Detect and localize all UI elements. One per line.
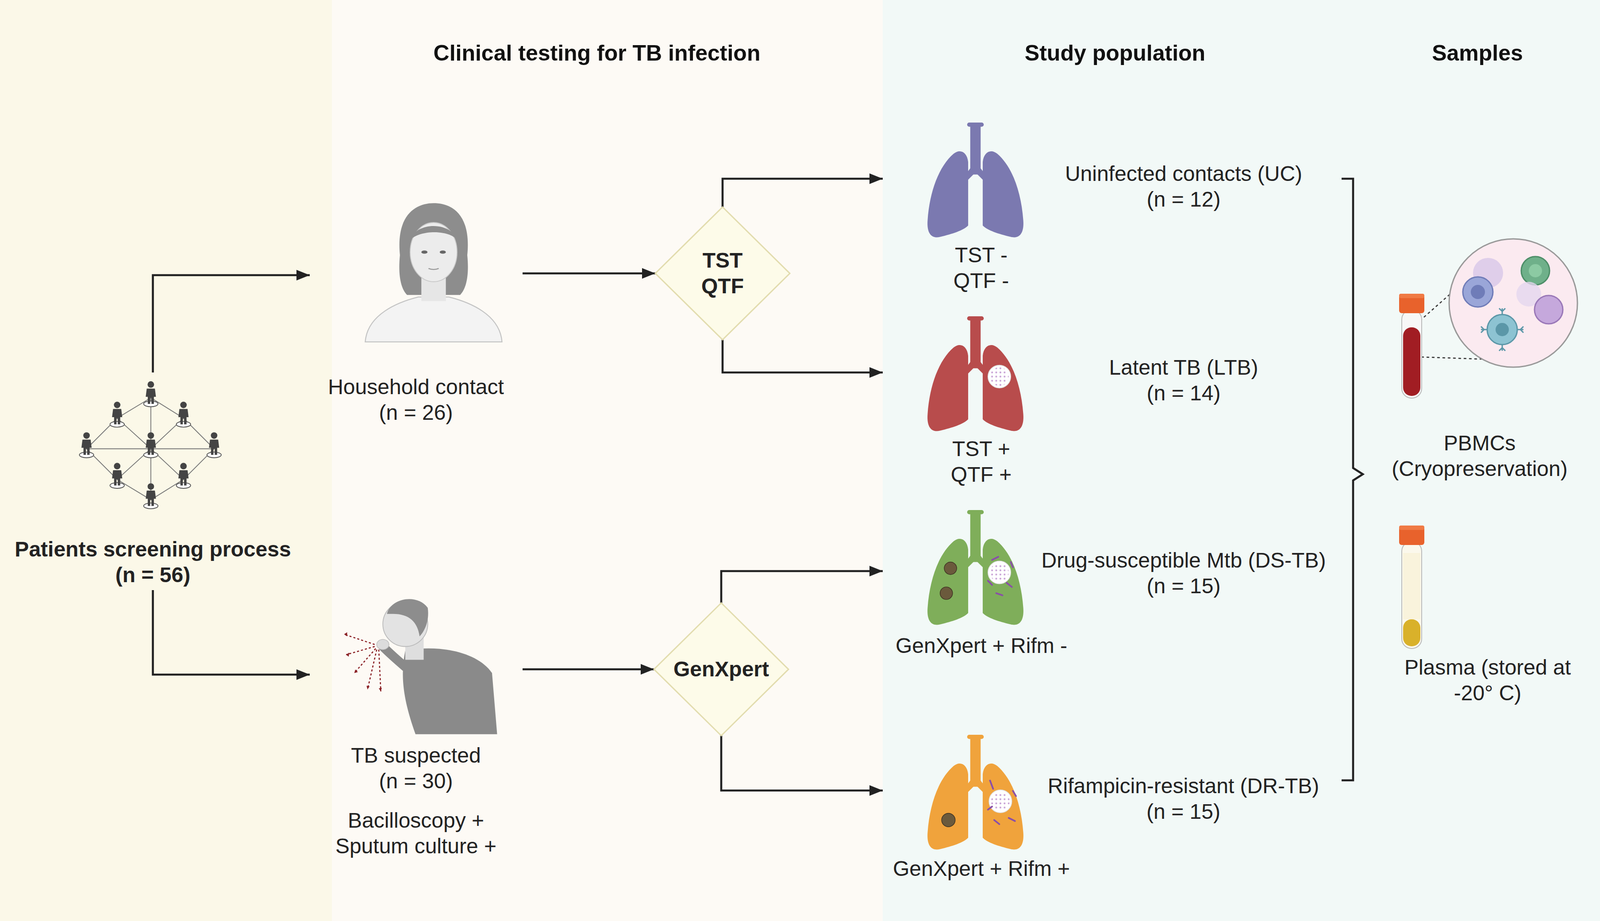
population-group: Drug-susceptible Mtb (DS-TB) (n = 15) Gen… — [882, 504, 1339, 684]
latent-lung — [927, 316, 1024, 432]
decision-diamond: GenXpert — [653, 603, 789, 736]
connector-arrow — [522, 272, 656, 275]
cell-callout — [1449, 238, 1578, 368]
connector-arrow — [153, 590, 311, 675]
connector-arrow — [722, 178, 883, 208]
node-caption: GenXpert + Rifm + — [892, 856, 1070, 882]
diamond-shape — [653, 603, 789, 736]
column-header: Clinical testing for TB infection — [287, 39, 907, 67]
coughing-person — [344, 599, 498, 735]
node-title: Rifampicin-resistant (DR-TB) (n = 15) — [1036, 773, 1331, 825]
connector-arrow — [153, 275, 311, 373]
connector-arrow — [522, 668, 654, 671]
connector-arrow — [721, 735, 883, 791]
node-title: Uninfected contacts (UC) (n = 12) — [1059, 161, 1308, 212]
column-header: Study population — [805, 39, 1425, 67]
suspected-group: TB suspected (n = 30) Bacilloscopy + Sput… — [309, 586, 523, 863]
node-title: Drug-susceptible Mtb (DS-TB) (n = 15) — [1035, 547, 1332, 599]
people-network-icon — [79, 381, 222, 509]
screening-band — [0, 0, 332, 921]
node-caption: TST + QTF + — [946, 436, 1016, 488]
sample-group: Plasma (stored at -20° C) — [1367, 515, 1592, 710]
node-title: GenXpert — [673, 656, 770, 683]
node-title: Household contact (n = 26) — [320, 374, 512, 426]
population-group: Uninfected contacts (UC) (n = 12) TST - Q… — [882, 117, 1339, 297]
node-title: PBMCs (Cryopreservation) — [1391, 430, 1569, 482]
node-caption: TST - QTF - — [949, 242, 1014, 294]
population-group: Rifampicin-resistant (DR-TB) (n = 15) Gen… — [882, 729, 1339, 909]
node-caption: Bacilloscopy + Sputum culture + — [327, 807, 505, 859]
contact-bust — [365, 203, 502, 343]
group-bracket — [1341, 178, 1363, 781]
population-group: Latent TB (LTB) (n = 14) TST + QTF + — [882, 311, 1339, 490]
node-title: Plasma (stored at -20° C) — [1399, 654, 1577, 706]
uninfected-lung — [927, 122, 1024, 238]
diamond-shape — [655, 207, 790, 340]
node-caption: GenXpert + Rifm - — [895, 633, 1068, 659]
population-band — [882, 0, 1600, 921]
column-header: Samples — [1167, 39, 1600, 67]
connector-arrow — [721, 571, 883, 604]
decision-diamond: TST QTF — [655, 207, 790, 340]
node-title: Patients screening process (n = 56) — [10, 536, 296, 588]
node-title: Latent TB (LTB) (n = 14) — [1101, 354, 1266, 406]
connector-arrow — [722, 339, 883, 373]
testing-band — [331, 0, 883, 921]
sample-group: PBMCs (Cryopreservation) — [1367, 230, 1592, 485]
node-title: TB suspected (n = 30) — [345, 742, 487, 794]
screening-group: Patients screening process (n = 56) — [10, 372, 296, 591]
drug-resistant-lung — [927, 734, 1024, 850]
node-title: TST QTF — [696, 247, 749, 299]
drug-susceptible-lung — [927, 510, 1024, 626]
plasma-tube — [1399, 525, 1425, 649]
diamond-outline — [655, 207, 790, 340]
contact-group: Household contact (n = 26) — [309, 199, 523, 429]
